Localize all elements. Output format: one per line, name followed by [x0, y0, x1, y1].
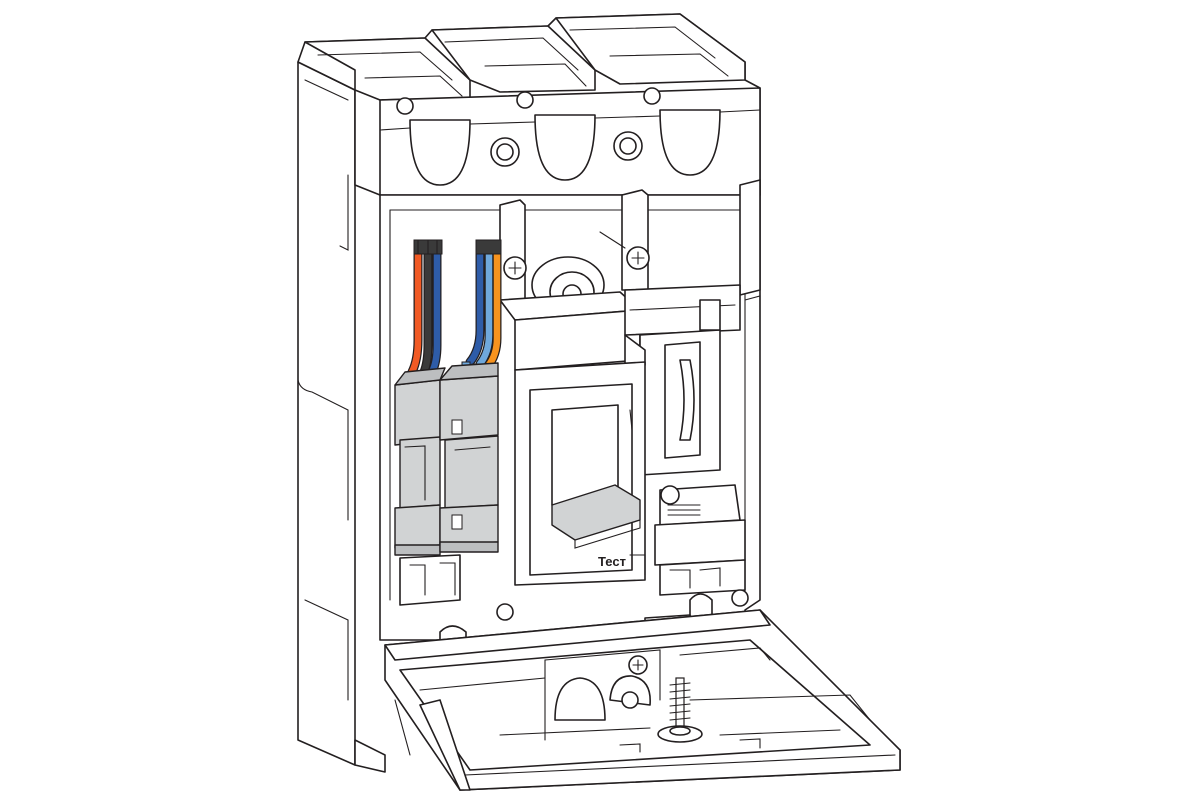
wire-bundle-right [461, 239, 502, 381]
accessory-module-left [394, 367, 446, 556]
screw-icon [396, 97, 414, 115]
screw-icon [516, 91, 534, 109]
housing-left-side [297, 61, 356, 766]
screw-icon [626, 246, 650, 270]
accessory-module-right [439, 362, 499, 553]
fold-down-cover [384, 609, 901, 791]
right-mechanism [624, 284, 746, 596]
screw-icon [628, 655, 648, 675]
screw-icon [643, 87, 661, 105]
wire-bundle-left [407, 239, 443, 377]
screw-icon [503, 256, 527, 280]
top-lever-assembly [499, 189, 650, 371]
top-terminal-covers [297, 13, 761, 196]
spring-screw [657, 677, 703, 743]
test-button-housing: Тест [514, 361, 646, 586]
module-base-clips [399, 554, 461, 606]
housing-bottom [354, 699, 411, 773]
test-button-label: Тест [598, 554, 626, 569]
